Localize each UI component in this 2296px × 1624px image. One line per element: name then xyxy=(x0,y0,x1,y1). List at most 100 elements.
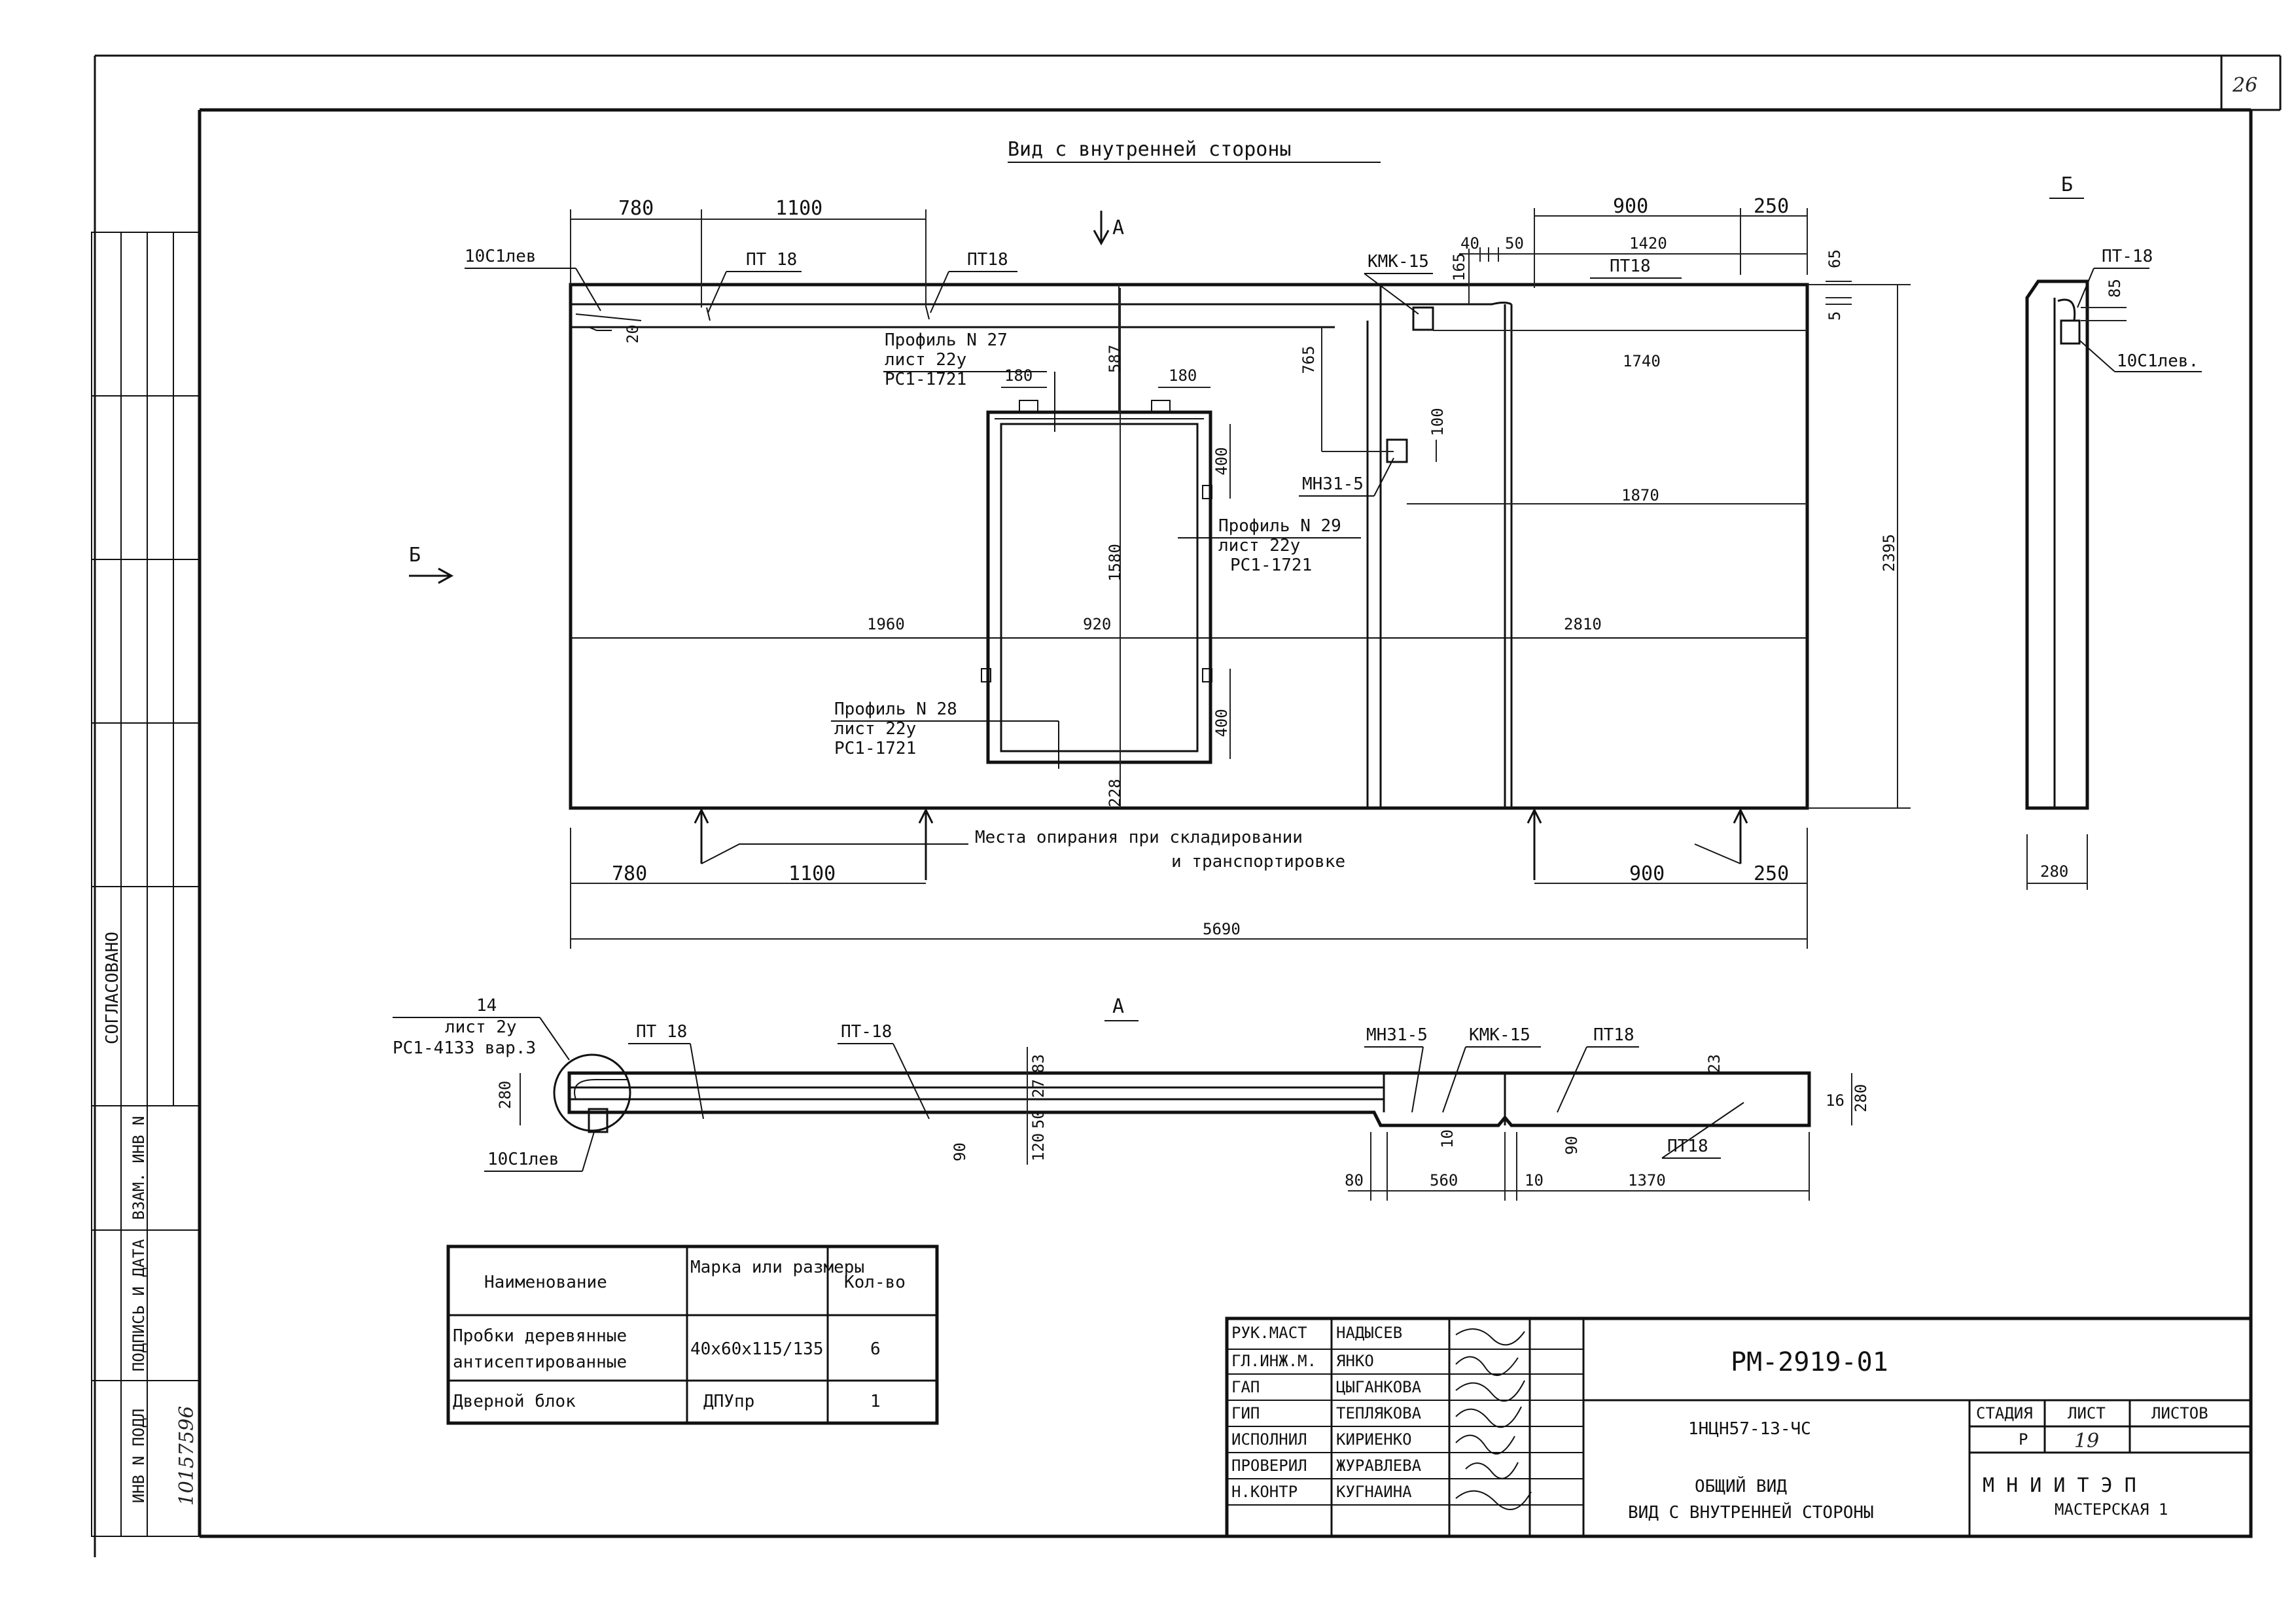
svg-text:27: 27 xyxy=(1029,1079,1048,1098)
svg-text:ТЕПЛЯКОВА: ТЕПЛЯКОВА xyxy=(1336,1404,1422,1422)
svg-text:780: 780 xyxy=(618,197,654,220)
view-a-title: А xyxy=(1112,995,1124,1018)
label-10c1-left: 10С1лев xyxy=(465,247,537,266)
main-bottom-dimensions: Места опирания при складировании и транс… xyxy=(570,807,1808,949)
svg-text:560: 560 xyxy=(1430,1171,1458,1190)
view-b: ПТ-18 85 10С1лев. 280 xyxy=(2025,247,2202,890)
svg-text:90: 90 xyxy=(951,1142,969,1161)
svg-text:10: 10 xyxy=(1438,1129,1457,1148)
main-view-title: Вид с внутренней стороны xyxy=(1008,138,1291,161)
svg-text:Б: Б xyxy=(409,544,421,567)
svg-text:765: 765 xyxy=(1299,345,1318,374)
svg-text:5: 5 xyxy=(1826,311,1844,321)
svg-text:и транспортировке: и транспортировке xyxy=(1171,852,1345,872)
svg-text:83: 83 xyxy=(1029,1054,1048,1073)
svg-text:1370: 1370 xyxy=(1628,1171,1666,1190)
svg-text:ЯНКО: ЯНКО xyxy=(1336,1352,1374,1370)
svg-text:1100: 1100 xyxy=(788,862,836,885)
section-arrow-a: А xyxy=(1093,211,1124,246)
svg-text:НАДЫСЕВ: НАДЫСЕВ xyxy=(1336,1324,1402,1342)
svg-text:РС1-4133 вар.3: РС1-4133 вар.3 xyxy=(393,1038,536,1058)
svg-text:180: 180 xyxy=(1004,366,1033,385)
stamp-inv-podl: ИНВ N ПОДЛ xyxy=(130,1409,148,1504)
view-b-title: Б xyxy=(2061,173,2073,196)
svg-text:Н.КОНТР: Н.КОНТР xyxy=(1231,1483,1298,1501)
stamp-inv-number: 10157596 xyxy=(175,1406,198,1506)
svg-text:КМК-15: КМК-15 xyxy=(1368,252,1429,272)
svg-text:лист 22у: лист 22у xyxy=(834,719,916,739)
svg-text:400: 400 xyxy=(1212,447,1231,475)
svg-text:180: 180 xyxy=(1169,366,1197,385)
svg-text:90: 90 xyxy=(1563,1136,1581,1155)
svg-text:280: 280 xyxy=(496,1081,514,1109)
view-a: 14 лист 2у РС1-4133 вар.3 ПТ 18 ПТ-18 МН… xyxy=(393,996,1870,1201)
svg-text:КМК-15: КМК-15 xyxy=(1469,1025,1530,1045)
svg-text:280: 280 xyxy=(1852,1084,1870,1112)
svg-text:50: 50 xyxy=(1029,1110,1048,1129)
svg-text:РУК.МАСТ: РУК.МАСТ xyxy=(1231,1324,1307,1342)
svg-text:900: 900 xyxy=(1613,195,1648,218)
svg-text:16: 16 xyxy=(1826,1091,1845,1110)
stage-value: Р xyxy=(2019,1430,2028,1449)
svg-text:ПТ18: ПТ18 xyxy=(1610,256,1651,276)
sheet-corner-number: 26 xyxy=(2232,74,2257,97)
svg-text:14: 14 xyxy=(476,996,497,1015)
svg-text:20: 20 xyxy=(624,325,642,344)
spec-header-mark: Марка или размеры xyxy=(690,1258,864,1277)
svg-text:ПРОВЕРИЛ: ПРОВЕРИЛ xyxy=(1231,1456,1307,1475)
svg-text:900: 900 xyxy=(1629,862,1665,885)
svg-text:МН31-5: МН31-5 xyxy=(1302,474,1364,494)
spec-header-qty: Кол-во xyxy=(844,1273,906,1292)
svg-text:2395: 2395 xyxy=(1880,534,1898,572)
org-name: М Н И И Т Э П xyxy=(1983,1474,2136,1497)
main-inner-dimensions: 20 587 180 180 400 400 1580 228 765 100 … xyxy=(624,284,1911,809)
svg-text:1420: 1420 xyxy=(1629,234,1667,253)
svg-text:ЛИСТ: ЛИСТ xyxy=(2068,1404,2106,1422)
svg-text:400: 400 xyxy=(1212,709,1231,737)
svg-text:А: А xyxy=(1112,217,1124,239)
svg-text:50: 50 xyxy=(1505,234,1524,253)
svg-text:165: 165 xyxy=(1450,253,1468,281)
svg-text:100: 100 xyxy=(1428,408,1447,436)
svg-text:228: 228 xyxy=(1106,779,1124,807)
svg-text:5690: 5690 xyxy=(1203,920,1241,938)
spec-row-2-mark: ДПУпр xyxy=(703,1392,754,1411)
svg-text:КИРИЕНКО: КИРИЕНКО xyxy=(1336,1430,1412,1449)
svg-text:1100: 1100 xyxy=(775,197,822,220)
svg-text:ПТ 18: ПТ 18 xyxy=(746,250,797,270)
svg-text:Профиль N 27: Профиль N 27 xyxy=(885,330,1008,350)
svg-text:80: 80 xyxy=(1345,1171,1364,1190)
spec-row-1-name: Пробки деревянные xyxy=(453,1326,627,1346)
svg-text:10С1лев.: 10С1лев. xyxy=(2117,351,2199,371)
svg-text:1740: 1740 xyxy=(1623,352,1661,370)
svg-text:ПТ 18: ПТ 18 xyxy=(636,1022,687,1042)
svg-text:ЛИСТОВ: ЛИСТОВ xyxy=(2151,1404,2208,1422)
stamp-vzam-inv: ВЗАМ. ИНВ N xyxy=(130,1116,148,1220)
svg-text:лист 2у: лист 2у xyxy=(445,1017,517,1037)
stamp-sign-date: ПОДПИСЬ И ДАТА xyxy=(130,1239,148,1371)
svg-text:ПТ18: ПТ18 xyxy=(967,250,1008,270)
svg-text:250: 250 xyxy=(1754,862,1789,885)
svg-text:ГИП: ГИП xyxy=(1231,1404,1260,1422)
svg-text:23: 23 xyxy=(1705,1054,1723,1073)
svg-text:Профиль N 28: Профиль N 28 xyxy=(834,699,957,719)
svg-text:2810: 2810 xyxy=(1564,615,1602,633)
spec-row-2-qty: 1 xyxy=(870,1392,881,1411)
svg-text:ПТ-18: ПТ-18 xyxy=(2102,247,2153,266)
svg-text:40: 40 xyxy=(1460,234,1479,253)
sheet-value: 19 xyxy=(2074,1430,2099,1453)
main-view-panel xyxy=(569,283,1809,810)
svg-text:МН31-5: МН31-5 xyxy=(1366,1025,1428,1045)
org-workshop: МАСТЕРСКАЯ 1 xyxy=(2055,1500,2168,1519)
spec-table: Наименование Марка или размеры Кол-во Пр… xyxy=(446,1244,939,1425)
svg-text:250: 250 xyxy=(1754,195,1789,218)
svg-text:85: 85 xyxy=(2106,279,2124,298)
svg-text:ЖУРАВЛЕВА: ЖУРАВЛЕВА xyxy=(1336,1456,1422,1475)
section-arrow-b: Б xyxy=(409,544,454,584)
svg-text:10С1лев: 10С1лев xyxy=(487,1150,559,1169)
left-stamp: СОГЛАСОВАНО ИНВ N ПОДЛ ПОДПИСЬ И ДАТА ВЗ… xyxy=(91,232,200,1537)
main-top-dimensions: 780 1100 900 250 1420 40 50 165 65 5 xyxy=(570,195,1852,321)
svg-text:СТАДИЯ: СТАДИЯ xyxy=(1976,1404,2033,1422)
svg-text:280: 280 xyxy=(2040,862,2068,881)
agreed-label: СОГЛАСОВАНО xyxy=(103,932,122,1044)
